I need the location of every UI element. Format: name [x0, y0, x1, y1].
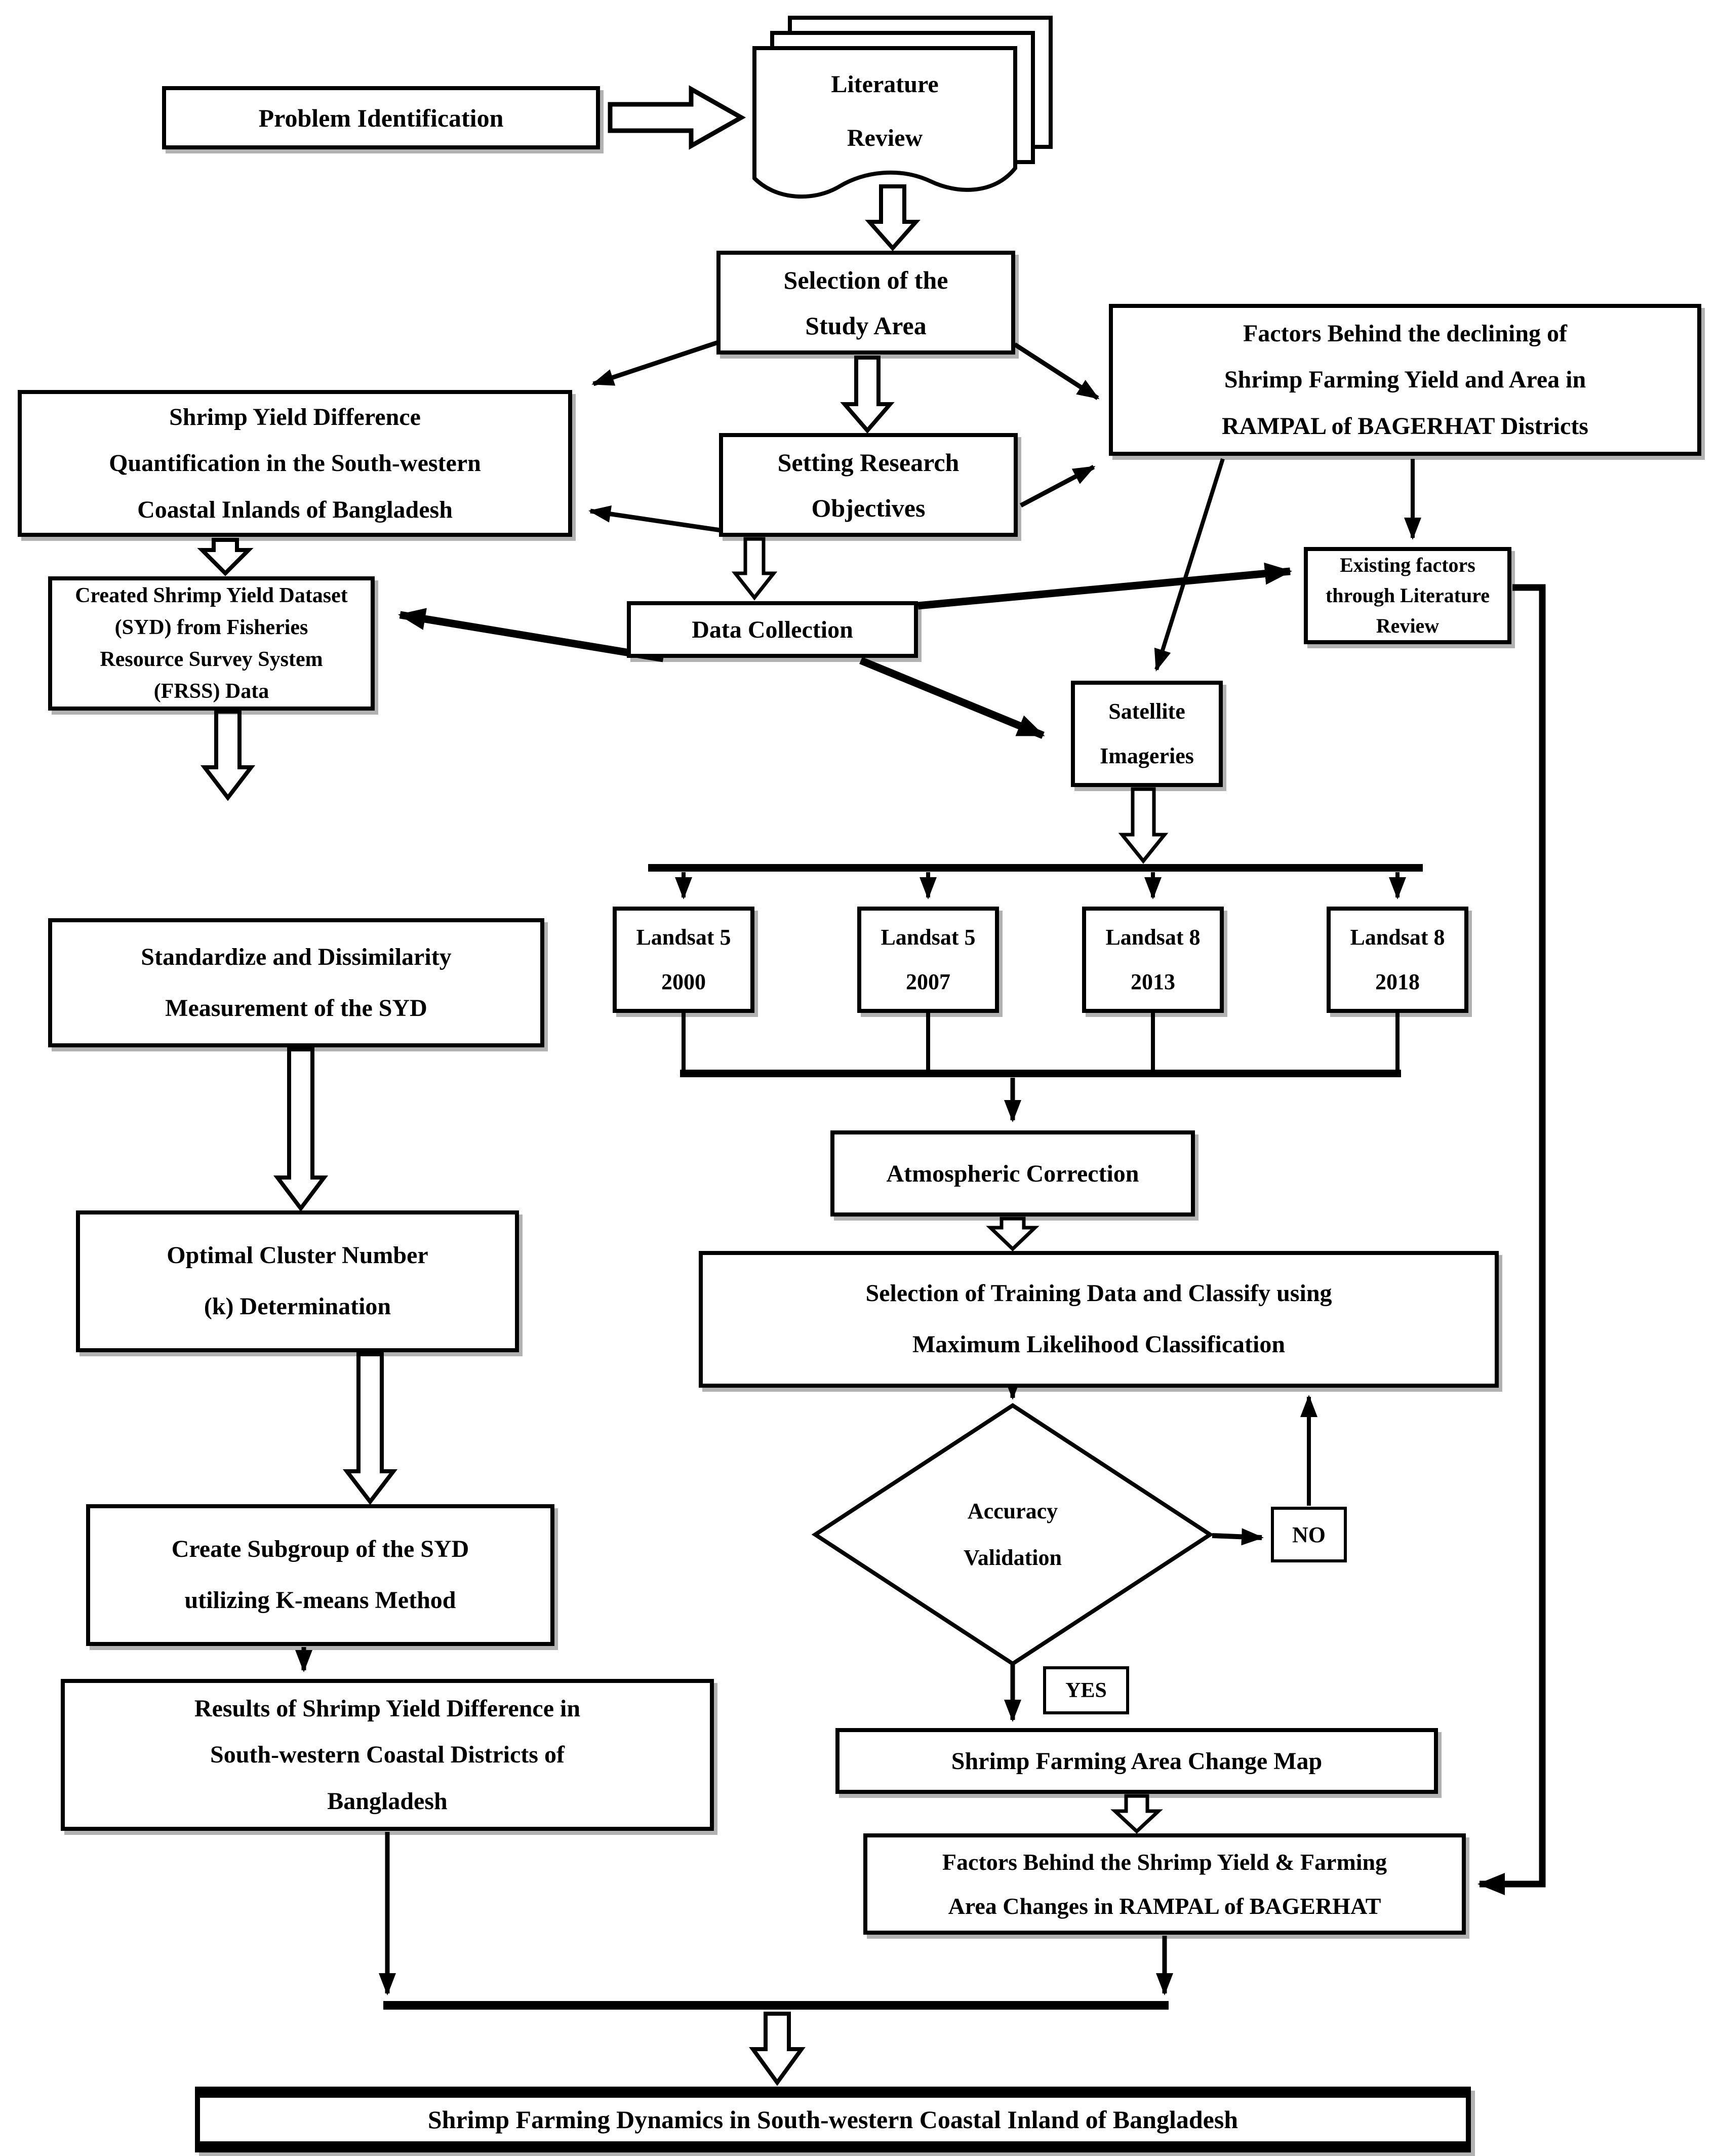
block-arrow-selection-to-setting: [840, 356, 895, 434]
node-selection-study-area: Selection of the Study Area: [716, 251, 1015, 355]
node-accuracy-validation: Accuracy Validation: [963, 1498, 1062, 1570]
merge-bar-landsat: [680, 1070, 1401, 1077]
node-optimal-cluster-number: Optimal Cluster Number (k) Determination: [76, 1210, 519, 1352]
arrow-setting-to-quantification: [588, 505, 725, 533]
node-create-subgroup-kmeans: Create Subgroup of the SYD utilizing K-m…: [86, 1504, 554, 1646]
node-atmospheric-correction: Atmospheric Correction: [830, 1130, 1195, 1217]
block-arrow-map-to-factors-changes: [1110, 1794, 1163, 1834]
node-landsat5-2000: Landsat 5 2000: [613, 907, 754, 1013]
node-landsat8-2013: Landsat 8 2013: [1082, 907, 1224, 1013]
node-created-syd: Created Shrimp Yield Dataset (SYD) from …: [48, 576, 375, 711]
node-landsat5-2007: Landsat 5 2007: [857, 907, 999, 1013]
arrow-selection-to-factors-declining: [1013, 342, 1100, 400]
block-arrow-problem-to-literature: [608, 85, 746, 150]
document-pages-icon: [752, 16, 1053, 199]
node-setting-objectives: Setting Research Objectives: [719, 433, 1018, 537]
arrow-selection-to-quantification: [591, 340, 719, 386]
merge-bar-bottom: [383, 2001, 1169, 2010]
node-yes-label: YES: [1043, 1666, 1129, 1714]
arrow-data-collection-to-existing: [917, 562, 1292, 610]
node-data-collection: Data Collection: [627, 601, 918, 658]
block-arrow-satellite-to-splitter: [1118, 787, 1169, 864]
node-landsat8-2018: Landsat 8 2018: [1327, 907, 1468, 1013]
node-problem-identification: Problem Identification: [162, 86, 600, 149]
node-standardize-dissimilarity: Standardize and Dissimilarity Measuremen…: [48, 918, 544, 1047]
block-arrow-merge-to-final: [749, 2012, 806, 2086]
arrow-setting-to-factors-declining: [1019, 465, 1096, 507]
node-results-yield-difference: Results of Shrimp Yield Difference in So…: [61, 1679, 714, 1831]
accuracy-diamond-shape: [811, 1403, 1214, 1666]
block-arrow-optimal-to-subgroup: [342, 1352, 398, 1505]
block-arrow-quantification-to-created: [197, 538, 254, 576]
node-factors-changes-rampal: Factors Behind the Shrimp Yield & Farmin…: [863, 1833, 1466, 1935]
block-arrow-created-to-standardize: [200, 710, 256, 801]
arrow-factors-declining-to-satellite: [1154, 458, 1225, 672]
node-shrimp-yield-quantification: Shrimp Yield Difference Quantification i…: [18, 390, 572, 537]
arrow-data-collection-to-created: [398, 608, 664, 662]
block-arrow-literature-to-selection: [865, 184, 921, 252]
node-literature-review: Literature Review: [831, 71, 939, 151]
block-arrow-standardize-to-optimal: [273, 1047, 329, 1212]
connector-existing-to-factors-changes: [1477, 584, 1546, 1895]
node-area-change-map: Shrimp Farming Area Change Map: [835, 1728, 1438, 1794]
node-no-label: NO: [1271, 1507, 1347, 1562]
splitter-bar-landsat: [648, 864, 1423, 872]
block-arrow-setting-to-data-collection: [731, 537, 778, 601]
node-final-shrimp-farming-dynamics: Shrimp Farming Dynamics in South-western…: [195, 2087, 1471, 2152]
node-training-classification: Selection of Training Data and Classify …: [699, 1251, 1499, 1388]
arrow-accuracy-to-no: [1212, 1528, 1264, 1546]
block-arrow-atmospheric-to-training: [986, 1217, 1040, 1251]
node-factors-declining: Factors Behind the declining of Shrimp F…: [1109, 304, 1701, 456]
node-satellite-imageries: Satellite Imageries: [1071, 681, 1223, 787]
arrow-data-collection-to-satellite: [859, 657, 1045, 739]
node-existing-factors: Existing factors through Literature Revi…: [1304, 547, 1511, 644]
